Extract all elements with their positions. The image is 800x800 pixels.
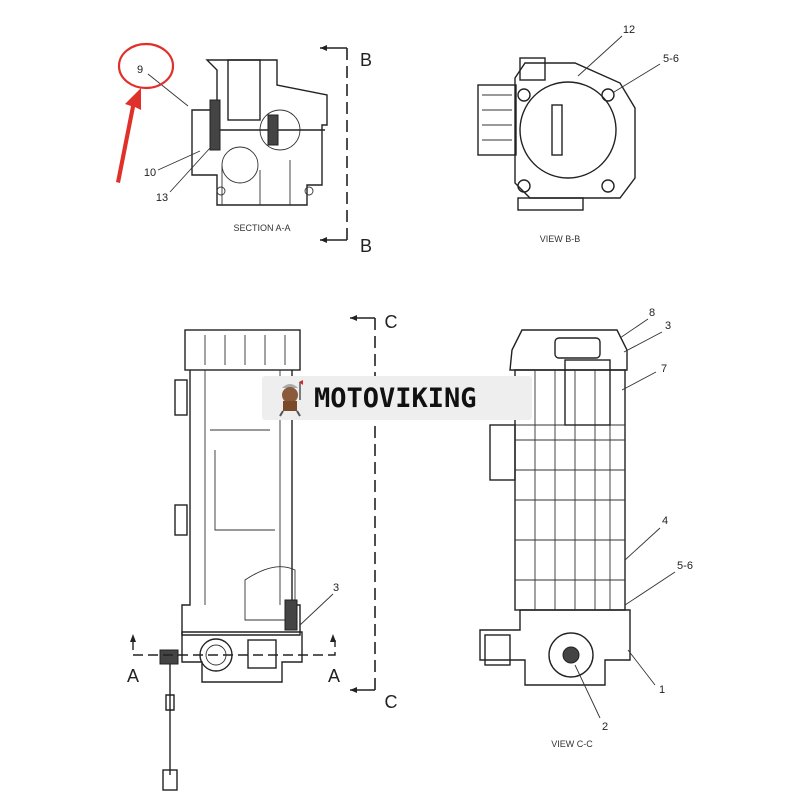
callout-5-6-bottom: 5-6 bbox=[677, 560, 693, 572]
callout-4: 4 bbox=[662, 515, 668, 527]
section-aa-caption: SECTION A-A bbox=[233, 223, 290, 233]
section-aa-drawing bbox=[191, 59, 328, 206]
marker-a-right: A bbox=[328, 666, 340, 686]
callout-8: 8 bbox=[649, 307, 655, 319]
callout-3-side: 3 bbox=[333, 582, 339, 594]
callout-10: 10 bbox=[144, 167, 156, 179]
viking-mascot-icon bbox=[279, 380, 303, 417]
callout-7: 7 bbox=[661, 363, 667, 375]
callout-5-6-top: 5-6 bbox=[663, 53, 679, 65]
view-bb-caption: VIEW B-B bbox=[540, 234, 581, 244]
highlight-arrow-icon bbox=[116, 88, 141, 183]
marker-b-bottom: B bbox=[360, 236, 372, 256]
marker-b-top: B bbox=[360, 50, 372, 70]
marker-c-bottom: C bbox=[385, 692, 398, 712]
marker-c-top: C bbox=[385, 312, 398, 332]
callout-13: 13 bbox=[156, 192, 168, 204]
marker-a-left: A bbox=[127, 666, 139, 686]
callout-3-cc: 3 bbox=[665, 320, 671, 332]
callout-9: 9 bbox=[137, 64, 143, 76]
view-cc-drawing bbox=[479, 329, 631, 686]
view-cc-caption: VIEW C-C bbox=[551, 739, 593, 749]
callout-12: 12 bbox=[623, 24, 635, 36]
side-view-drawing bbox=[159, 329, 303, 791]
callout-1: 1 bbox=[659, 684, 665, 696]
view-bb-drawing bbox=[477, 57, 636, 211]
watermark-banner: MOTOVIKING bbox=[262, 376, 532, 420]
callout-2: 2 bbox=[602, 721, 608, 733]
watermark-text: MOTOVIKING bbox=[314, 382, 477, 414]
highlight-circle bbox=[117, 42, 175, 90]
